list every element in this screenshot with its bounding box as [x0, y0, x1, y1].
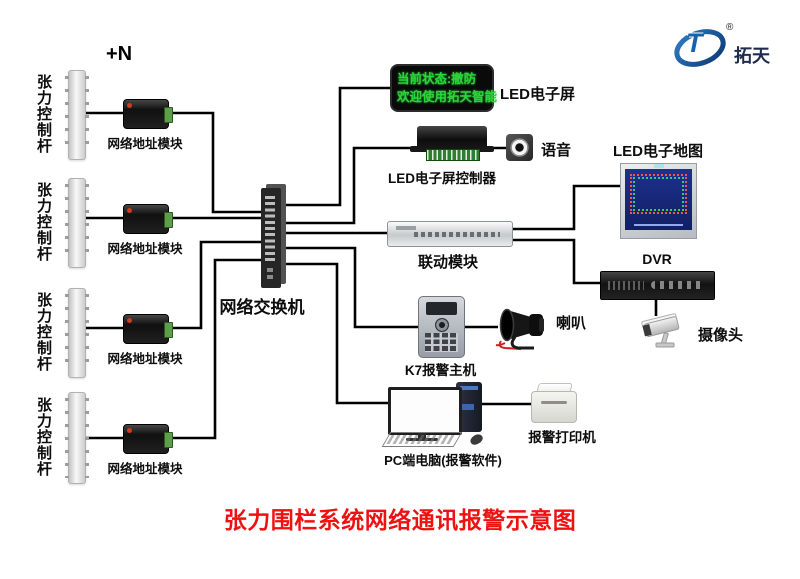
k7-keypad — [425, 333, 458, 352]
dvr — [600, 271, 715, 300]
horn-icon — [495, 308, 544, 350]
led-map-label: LED电子地图 — [612, 143, 703, 160]
camera-label: 摄像头 — [698, 327, 744, 344]
led-controller-body — [417, 126, 487, 151]
pc-label: PC端电脑(报警软件) — [384, 453, 502, 468]
pc-monitor — [388, 387, 462, 435]
tension-pole-label: 张力控制杆 — [35, 182, 52, 262]
network-address-module-label: 网络地址模块 — [107, 462, 183, 476]
led-display-line2: 欢迎使用拓天智能 — [397, 90, 498, 104]
plus-n-note: +N — [106, 43, 133, 65]
voice-label: 语音 — [541, 142, 572, 159]
linkage-module-label: 联动模块 — [417, 254, 478, 271]
voice-speaker — [506, 134, 533, 161]
led-map — [620, 163, 697, 239]
led-controller — [410, 126, 494, 162]
k7-alarm-host — [418, 296, 465, 358]
led-map-caption-line — [634, 224, 683, 226]
led-controller-terminal — [426, 149, 480, 161]
tension-pole — [65, 70, 89, 160]
brand-logo: T ® 拓天 — [666, 20, 786, 75]
k7-screen — [426, 302, 457, 315]
camera-icon — [641, 313, 680, 348]
tension-pole — [65, 392, 89, 484]
camera — [636, 306, 690, 359]
led-map-green-loop — [633, 177, 684, 211]
led-map-screen — [625, 169, 692, 230]
network-switch-label: 网络交换机 — [219, 298, 305, 317]
led-controller-label: LED电子屏控制器 — [388, 171, 496, 186]
logo-swoosh-icon — [674, 29, 726, 67]
tension-pole — [65, 288, 89, 378]
printer-body — [531, 391, 577, 423]
tension-pole-label: 张力控制杆 — [35, 397, 52, 477]
horn-label: 喇叭 — [556, 315, 587, 332]
network-address-module-label: 网络地址模块 — [107, 137, 183, 151]
pc-keyboard — [381, 432, 463, 447]
alarm-printer-label: 报警打印机 — [528, 430, 596, 445]
network-address-module — [123, 424, 173, 454]
diagram-title: 张力围栏系统网络通讯报警示意图 — [223, 507, 577, 533]
k7-nav-dial — [434, 318, 449, 332]
network-address-module — [123, 99, 173, 129]
pc-workstation — [380, 380, 495, 450]
network-address-module-label: 网络地址模块 — [107, 352, 183, 366]
dvr-label: DVR — [642, 251, 672, 267]
logo-brand-text: 拓天 — [734, 46, 770, 66]
tension-pole-label: 张力控制杆 — [35, 292, 52, 372]
network-switch — [261, 188, 281, 288]
linkage-module — [387, 221, 513, 247]
led-display: 当前状态:撤防 欢迎使用拓天智能 — [390, 64, 498, 112]
k7-alarm-host-label: K7报警主机 — [404, 363, 477, 378]
pc-mouse — [468, 432, 485, 447]
network-address-module-label: 网络地址模块 — [107, 242, 183, 256]
led-display-label: LED电子屏 — [500, 86, 576, 103]
network-address-module — [123, 314, 173, 344]
led-map-top-tab — [654, 164, 664, 168]
led-map-red-loop — [630, 174, 687, 214]
horn-speaker — [495, 301, 549, 358]
network-address-module — [123, 204, 173, 234]
alarm-printer — [530, 383, 578, 423]
registered-mark: ® — [726, 22, 734, 33]
led-display-line1: 当前状态:撤防 — [397, 71, 477, 86]
logo-monogram: T — [686, 28, 703, 58]
printer-slot — [541, 401, 567, 404]
tension-pole — [65, 178, 89, 268]
tension-pole-label: 张力控制杆 — [35, 74, 52, 154]
